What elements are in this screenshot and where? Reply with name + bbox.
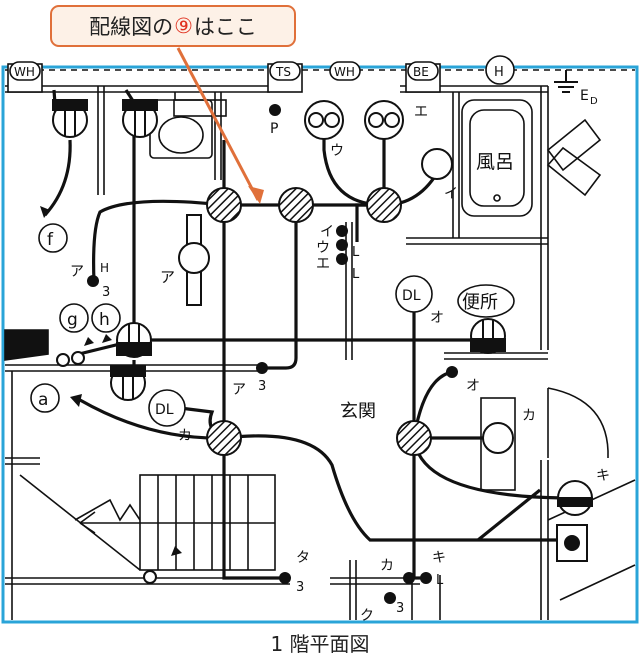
figure-caption: 1 階平面図: [270, 632, 370, 656]
ceiling-lights: [52, 99, 593, 516]
switch-dots: [87, 104, 458, 604]
room-bath: 風呂: [476, 151, 514, 173]
junction-box: [206, 420, 242, 456]
callout-text-before: 配線図の: [89, 15, 174, 39]
junction-box: [396, 420, 432, 456]
circle-f: f: [47, 230, 54, 250]
label-u-sw: ウ: [316, 240, 330, 256]
label-l2: L: [352, 267, 360, 282]
switch-p: P: [270, 121, 278, 137]
label-e-top: エ: [414, 104, 428, 120]
label-ta3: 3: [296, 580, 304, 595]
label-h-sw: H: [100, 261, 109, 275]
reference-circles: [9, 55, 515, 427]
arrowheads: [40, 206, 182, 556]
label-wh-mid: WH: [334, 65, 355, 79]
label-e-sw: エ: [316, 256, 330, 272]
label-ki-bottom: キ: [432, 550, 446, 566]
label-i-sw: イ: [320, 224, 334, 240]
outlets: [56, 351, 157, 584]
label-ka-bottom: カ: [380, 558, 394, 574]
junction-box: [366, 187, 402, 223]
label-l1: L: [352, 245, 360, 260]
callout-box: 配線図の ⑨ はここ: [50, 5, 296, 47]
label-ku3: 3: [396, 601, 404, 616]
label-u-top: ウ: [330, 143, 344, 159]
ground-sublabel: D: [590, 96, 598, 107]
callout-arrowhead: [248, 186, 264, 204]
label-h-right: H: [494, 65, 504, 80]
junction-box: [278, 187, 314, 223]
label-ka-right: カ: [522, 408, 536, 424]
room-entrance: 玄関: [340, 401, 376, 422]
dl-upper: DL: [402, 288, 421, 304]
label-o-mid: オ: [466, 378, 480, 394]
fan-fixtures: [178, 100, 588, 562]
label-l-bottom: L: [436, 573, 444, 588]
circle-a: a: [38, 390, 48, 410]
callout-pointer: [176, 47, 260, 201]
label-a3-3: 3: [258, 379, 266, 394]
ground-label: E: [580, 88, 589, 104]
label-be: BE: [413, 65, 429, 79]
label-wh-left: WH: [14, 65, 35, 79]
label-ts: TS: [275, 65, 291, 79]
junction-box-9: [206, 187, 242, 223]
label-a-mid: ア: [160, 268, 175, 286]
callout-number: ⑨: [174, 14, 193, 38]
label-ki-right: キ: [596, 468, 610, 484]
circle-h: h: [99, 310, 110, 330]
label-ta: タ: [296, 550, 310, 566]
circle-g: g: [67, 310, 78, 330]
label-a-sw: ア: [70, 264, 84, 280]
label-i-right: イ: [444, 186, 458, 202]
junction-boxes: [206, 187, 432, 456]
room-toilet: 便所: [462, 292, 498, 313]
label-o-top: オ: [430, 310, 444, 326]
label-ka-left: カ: [178, 428, 192, 444]
ground-symbol: [554, 70, 578, 93]
label-3-a: 3: [102, 285, 110, 300]
callout-text-after: はここ: [193, 15, 257, 39]
label-ku: ク: [360, 608, 374, 624]
dl-lower: DL: [155, 402, 174, 418]
label-a3-a: ア: [232, 382, 246, 398]
